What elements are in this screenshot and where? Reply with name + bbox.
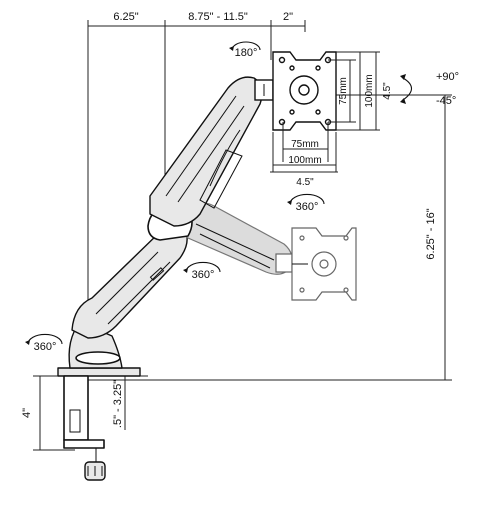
vesa-horizontal-dimensions: 75mm 100mm 4.5" — [270, 122, 338, 188]
tilt-down-label: -45° — [436, 95, 456, 107]
rotation-head-badge: 180° — [229, 41, 261, 59]
rotation-base-badge: 360° — [25, 333, 63, 353]
rotation-base-label: 360° — [34, 341, 57, 353]
desk-clamp: 4" .5" - 3.25" — [21, 367, 148, 481]
ghost-vesa-plate — [291, 227, 357, 301]
rotation-elbow-label: 360° — [192, 269, 215, 281]
base-offset-label: 6.25" — [113, 11, 138, 23]
rotation-ghost-head-badge: 360° — [287, 193, 325, 213]
vesa-vertical-dimensions: 75mm 100mm 4.5" — [328, 51, 393, 131]
upper-arm — [149, 76, 274, 227]
tilt-indicator: +90° -45° — [400, 71, 459, 107]
height-dimension: 6.25" - 16" — [88, 94, 452, 381]
head-offset-label: 2" — [283, 11, 293, 23]
plate-height-label: 4.5" — [382, 82, 393, 100]
height-range-label: 6.25" - 16" — [425, 208, 437, 259]
clamp-height-label: 4" — [21, 408, 33, 418]
ghost-upper-arm — [178, 202, 293, 275]
desk-thickness-label: .5" - 3.25" — [112, 380, 124, 428]
arm-reach-label: 8.75" - 11.5" — [188, 11, 248, 23]
vesa-large-vertical-label: 100mm — [364, 74, 375, 107]
rotation-elbow-badge: 360° — [183, 261, 221, 281]
vesa-small-horizontal-label: 75mm — [291, 139, 319, 150]
lower-arm — [71, 225, 188, 339]
vesa-small-vertical-label: 75mm — [338, 77, 349, 105]
vesa-large-horizontal-label: 100mm — [288, 155, 321, 166]
vesa-plate — [272, 51, 337, 131]
plate-width-label: 4.5" — [296, 177, 314, 188]
tilt-up-label: +90° — [436, 71, 459, 83]
rotation-ghost-head-label: 360° — [296, 201, 319, 213]
rotation-head-label: 180° — [235, 47, 258, 59]
